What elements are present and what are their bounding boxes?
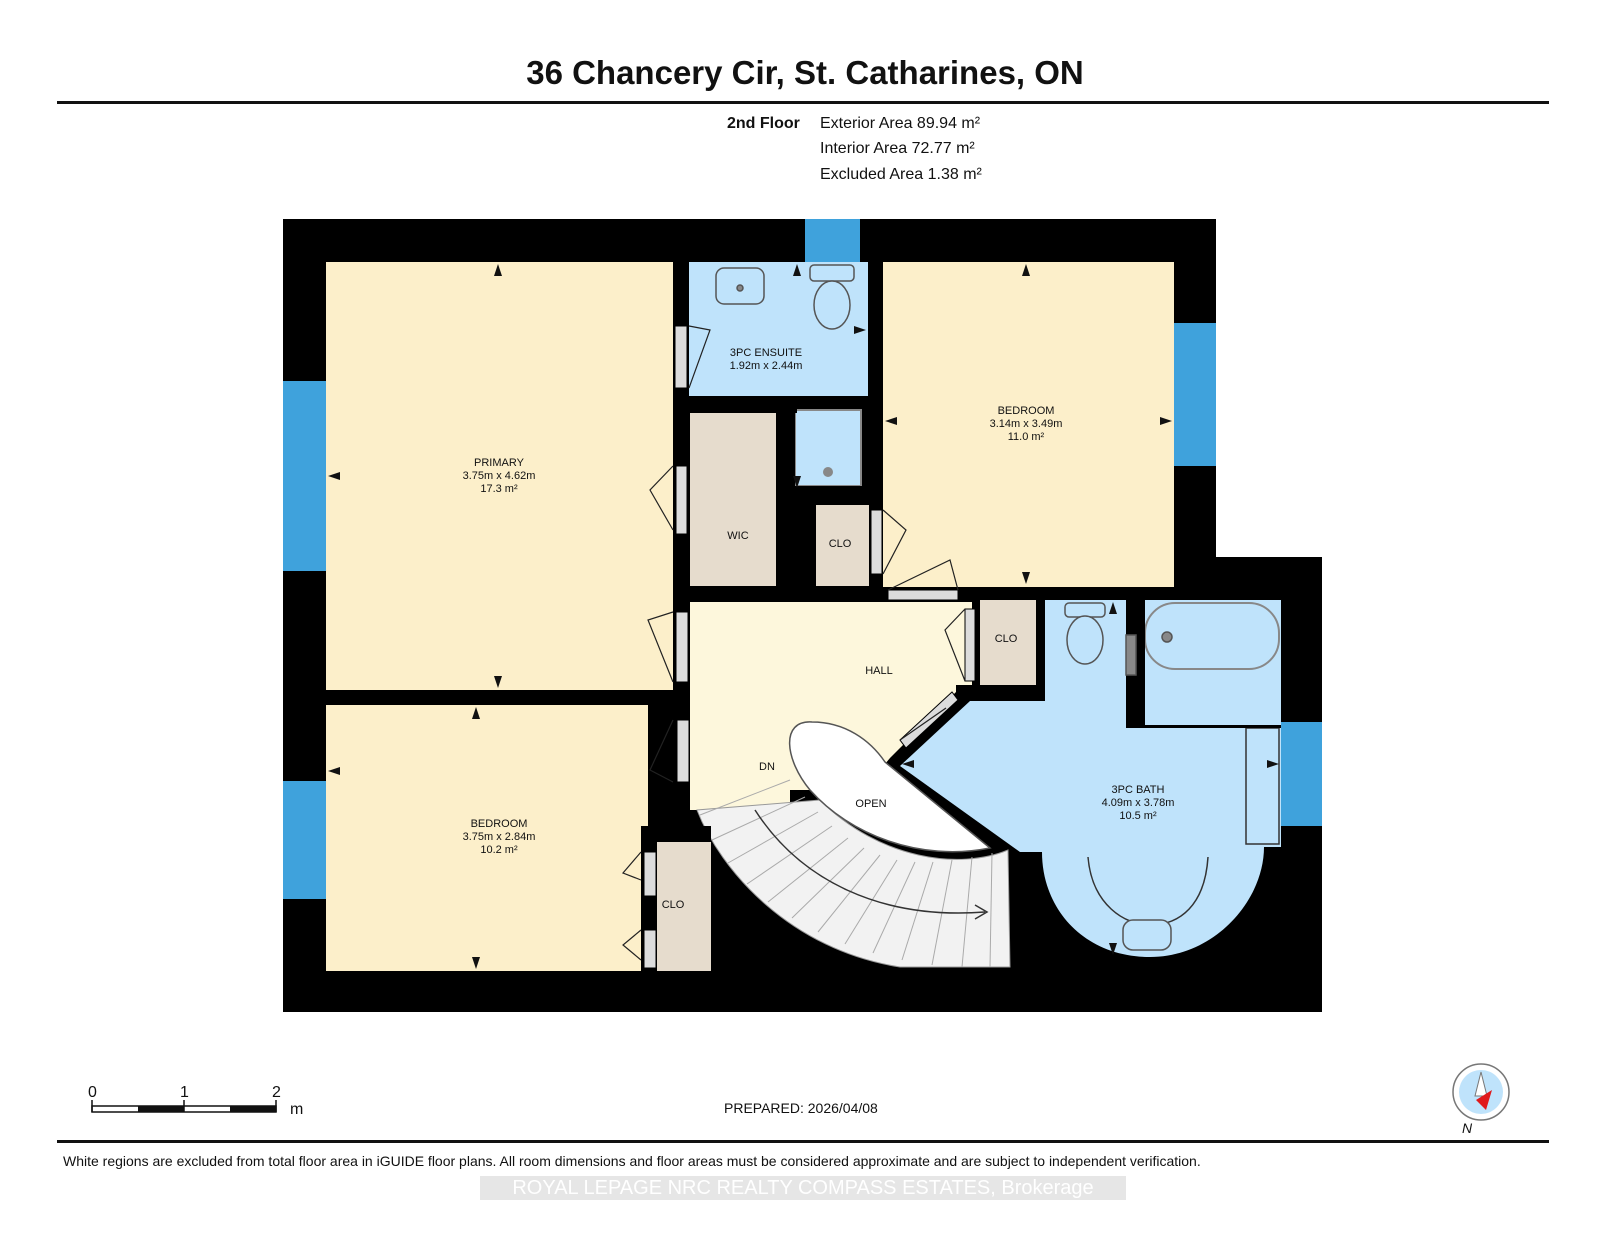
primary-dims: 3.75m x 4.62m [463,470,536,482]
bath-area: 10.5 m² [1119,810,1157,822]
footer-divider [57,1140,1549,1143]
bedroom-sw-room [326,705,648,971]
bath-name: 3PC BATH [1112,784,1165,796]
dimension-arrows [328,264,1279,969]
scale-label-0: 0 [88,1084,97,1101]
prepared-date: PREPARED: 2026/04/08 [724,1100,878,1116]
bedroom-sw-area: 10.2 m² [480,844,518,856]
hall-room [690,602,972,810]
excluded-area: Excluded Area 1.38 m² [820,166,982,183]
shower-drain [823,467,833,477]
ensuite-dims: 1.92m x 2.44m [730,360,803,372]
bedroom-sw-name: BEDROOM [471,818,528,830]
ensuite-name: 3PC ENSUITE [730,347,802,359]
bath-sink [1122,919,1172,951]
closet-1-label: CLO [829,538,852,550]
open-label: OPEN [855,798,886,810]
windows [283,219,1322,899]
bath-dims: 4.09m x 3.78m [1102,797,1175,809]
dn-label: DN [759,761,775,773]
staircase [696,779,1011,968]
bedroom-sw-dims: 3.75m x 2.84m [463,831,536,843]
closet-3-label: CLO [662,899,685,911]
hall-label: HALL [865,665,893,677]
primary-area: 17.3 m² [480,483,518,495]
scale-label-1: 1 [180,1084,189,1101]
exterior-area: Exterior Area 89.94 m² [820,115,981,132]
scale-label-2: 2 [272,1084,281,1101]
disclaimer-text: White regions are excluded from total fl… [63,1153,1201,1169]
brokerage-watermark: ROYAL LEPAGE NRC REALTY COMPASS ESTATES,… [480,1176,1126,1200]
primary-name: PRIMARY [474,457,525,469]
bedroom-ne-room [883,262,1174,587]
bath-counter [1245,727,1280,845]
closet-2-label: CLO [995,633,1018,645]
fixtures [715,264,1173,951]
floor-name: 2nd Floor [727,115,800,132]
closet-1 [816,505,869,586]
ensuite-toilet-tank [809,264,855,282]
compass-icon [1452,1063,1510,1121]
bedroom-ne-area: 11.0 m² [1008,431,1045,443]
interior-area: Interior Area 72.77 m² [820,140,975,157]
primary-room [326,262,673,690]
scale-bar [91,1100,277,1113]
compass-north-label: N [1462,1120,1473,1136]
closet-3 [657,842,711,971]
bath-toilet-bowl [1066,615,1104,665]
ensuite-toilet-bowl [813,280,851,330]
bath-toilet-tank [1064,602,1106,618]
door-swings [621,325,966,961]
bedroom-ne-dims: 3.14m x 3.49m [990,418,1063,430]
closet-2 [980,600,1036,685]
wic-label: WIC [727,530,748,542]
header-divider [57,101,1549,104]
bedroom-ne-name: BEDROOM [998,405,1055,417]
bath-room [900,600,1281,957]
open-stairwell [788,721,992,853]
scale-unit: m [290,1101,304,1118]
room-labels: PRIMARY 3.75m x 4.62m 17.3 m² 3PC ENSUIT… [463,347,1175,911]
page-title: 36 Chancery Cir, St. Catharines, ON [526,54,1084,91]
wic-room [690,413,776,586]
